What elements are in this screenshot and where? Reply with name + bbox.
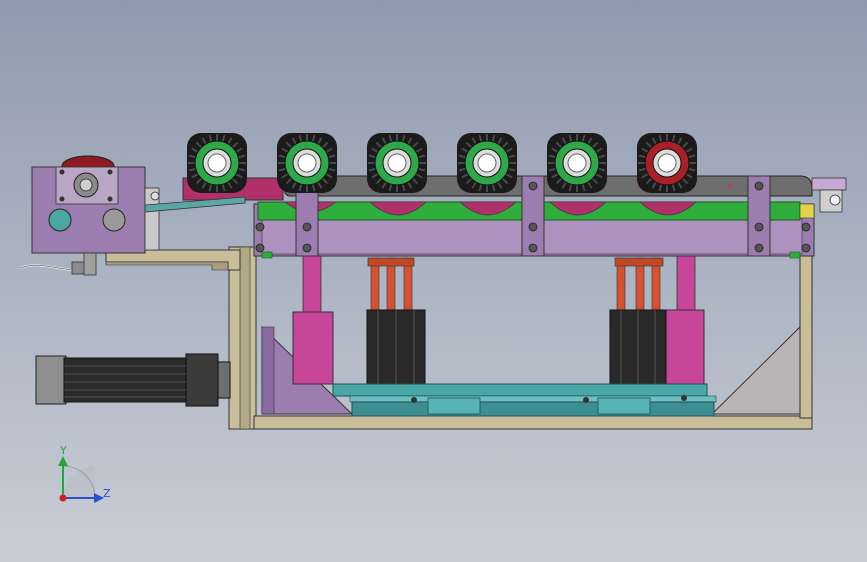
axis-label-y: Y [59, 444, 67, 457]
wheels [187, 133, 697, 193]
base-frame [105, 246, 813, 430]
wheel-6 [637, 133, 697, 193]
wheel-5 [547, 133, 607, 193]
bottom-slide [332, 383, 717, 417]
left-drive-unit [19, 155, 160, 276]
y-axis-arrow-icon [58, 456, 68, 466]
wheel-2 [277, 133, 337, 193]
wheel-4 [457, 133, 517, 193]
origin-marker [59, 494, 67, 502]
wheel-1 [187, 133, 247, 193]
lift-cylinders [292, 254, 705, 387]
axis-label-z: Z [103, 487, 111, 500]
servo-motor [35, 353, 231, 407]
z-axis-arrow-icon [94, 493, 104, 503]
wheel-3 [367, 133, 427, 193]
conveyor-frame [144, 175, 847, 259]
axis-triad: Y Z [58, 444, 111, 503]
